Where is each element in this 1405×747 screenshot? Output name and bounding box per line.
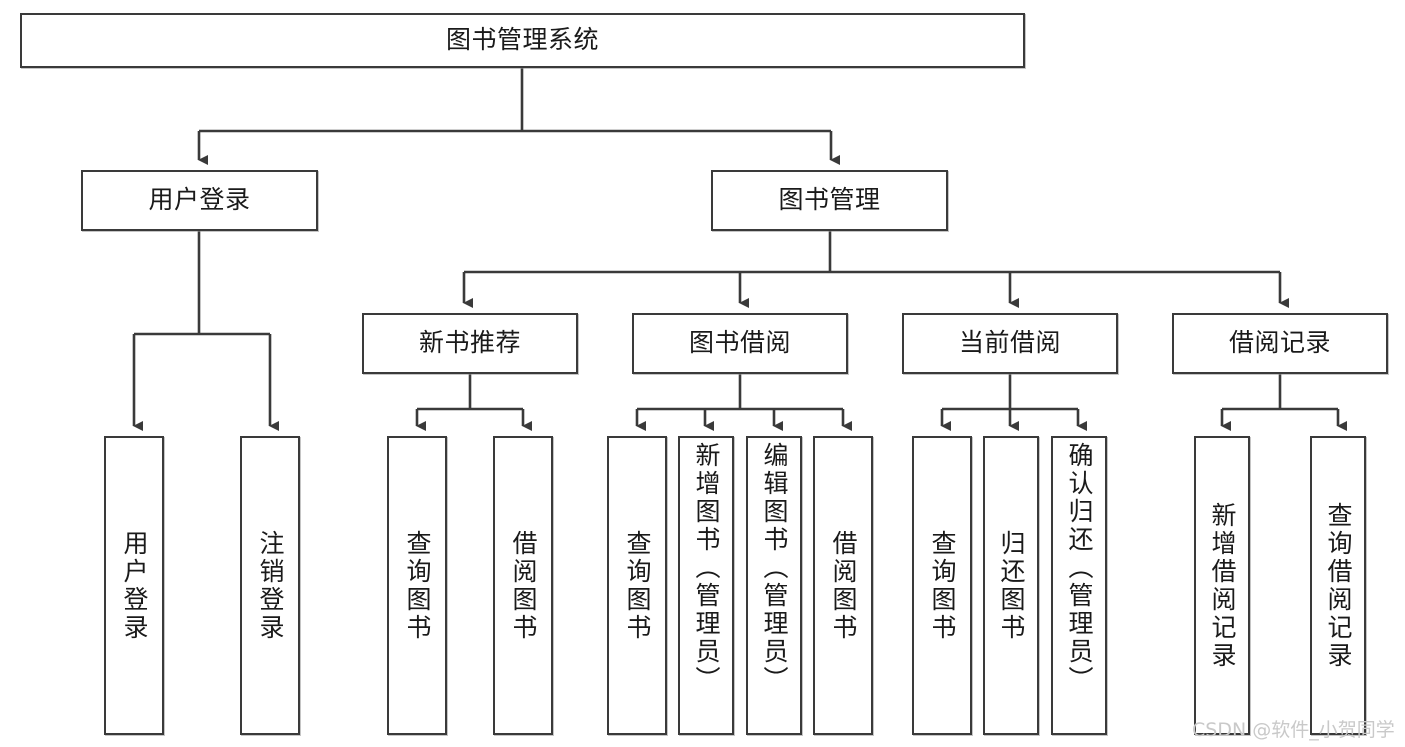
node-label: 编辑图书（管理员） [760, 442, 789, 694]
leaf-borrow-book[interactable]: 借阅图书 [813, 436, 873, 735]
leaf-return-book[interactable]: 归还图书 [983, 436, 1039, 735]
node-new-book-recommend[interactable]: 新书推荐 [362, 313, 578, 374]
node-label: 新增图书（管理员） [692, 442, 721, 694]
node-label: 新书推荐 [418, 328, 521, 358]
node-label: 借阅图书 [829, 529, 858, 642]
node-label: 用户登录 [148, 185, 251, 215]
csdn-watermark: CSDN @软件_小贺同学 [1192, 719, 1395, 741]
leaf-query-book-borrow[interactable]: 查询图书 [607, 436, 667, 735]
leaf-edit-book[interactable]: 编辑图书（管理员） [746, 436, 802, 735]
leaf-query-book-recommend[interactable]: 查询图书 [387, 436, 447, 735]
node-label: 图书管理系统 [445, 25, 599, 55]
node-label: 查询图书 [403, 529, 432, 642]
node-borrow-record[interactable]: 借阅记录 [1172, 313, 1388, 374]
node-label: 查询借阅记录 [1324, 501, 1353, 670]
node-label: 归还图书 [997, 529, 1026, 642]
node-label: 新增借阅记录 [1208, 501, 1237, 670]
node-label: 借阅记录 [1228, 328, 1331, 358]
leaf-query-borrow-record[interactable]: 查询借阅记录 [1310, 436, 1366, 735]
node-label: 当前借阅 [958, 328, 1061, 358]
node-label: 确认归还（管理员） [1065, 442, 1094, 694]
node-label: 注销登录 [256, 529, 285, 642]
node-current-borrow[interactable]: 当前借阅 [902, 313, 1118, 374]
node-book-borrow[interactable]: 图书借阅 [632, 313, 848, 374]
node-label: 用户登录 [120, 529, 149, 642]
leaf-user-login[interactable]: 用户登录 [104, 436, 164, 735]
node-label: 图书管理 [778, 185, 881, 215]
leaf-add-book[interactable]: 新增图书（管理员） [678, 436, 734, 735]
leaf-logout[interactable]: 注销登录 [240, 436, 300, 735]
node-label: 查询图书 [623, 529, 652, 642]
leaf-borrow-book-recommend[interactable]: 借阅图书 [493, 436, 553, 735]
node-label: 借阅图书 [509, 529, 538, 642]
node-label: 图书借阅 [688, 328, 791, 358]
leaf-query-book-current[interactable]: 查询图书 [912, 436, 972, 735]
node-user-login[interactable]: 用户登录 [81, 170, 318, 231]
node-root-book-management-system[interactable]: 图书管理系统 [20, 13, 1025, 68]
leaf-confirm-return[interactable]: 确认归还（管理员） [1051, 436, 1107, 735]
node-label: 查询图书 [928, 529, 957, 642]
node-book-management[interactable]: 图书管理 [711, 170, 948, 231]
leaf-add-borrow-record[interactable]: 新增借阅记录 [1194, 436, 1250, 735]
